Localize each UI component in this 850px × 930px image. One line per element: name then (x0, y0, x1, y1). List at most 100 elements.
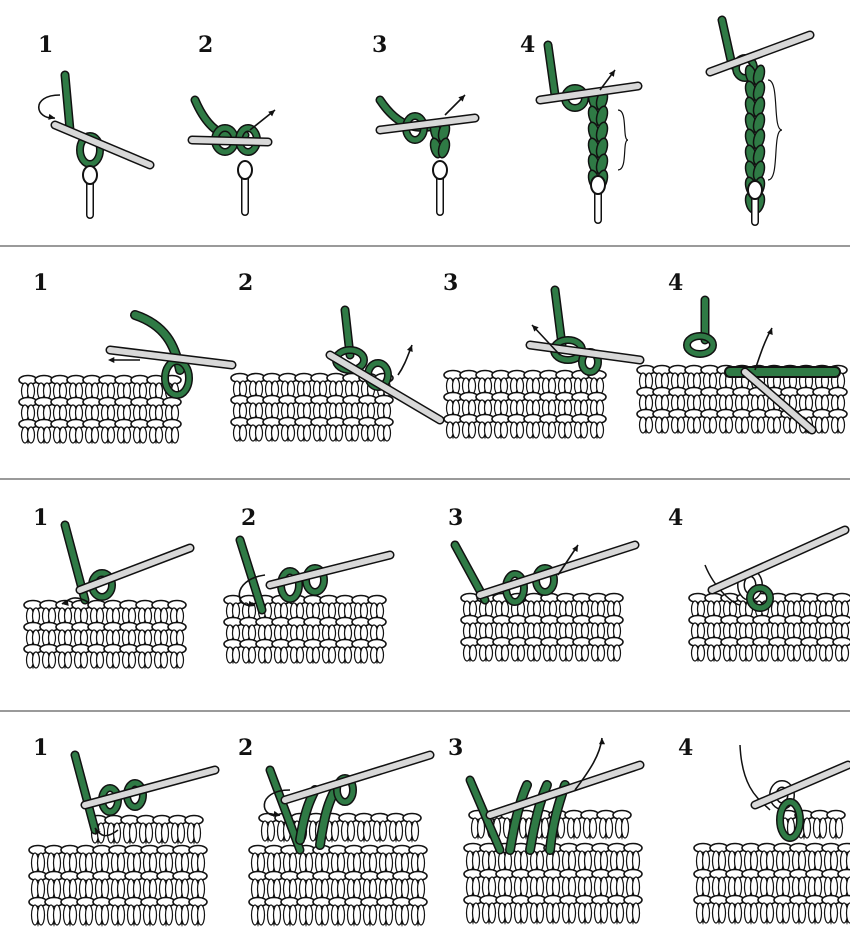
fabric-stitch-leg (132, 878, 142, 900)
fabric-stitch-leg (631, 876, 641, 898)
fabric-stitch-leg (595, 377, 605, 395)
fabric-stitch-leg (256, 878, 266, 900)
fabric-stitch-top (367, 638, 387, 650)
fabric-stitch-leg (797, 902, 807, 924)
fabric-stitch-leg (567, 876, 577, 898)
fabric-stitch-leg (79, 651, 89, 669)
fabric-stitch-leg (563, 399, 573, 417)
fabric-stitch-leg (808, 622, 818, 640)
arrow-head-icon (532, 325, 539, 332)
fabric-stitch-leg (765, 902, 775, 924)
fabric-stitch-leg (286, 380, 296, 398)
fabric-stitch-top (367, 616, 387, 628)
fabric-stitch-leg (42, 404, 52, 422)
fabric-stitch-leg (808, 644, 818, 662)
fabric-stitch-leg (596, 622, 606, 640)
fabric-stitch-leg (384, 904, 394, 926)
fabric-stitch-leg (90, 382, 100, 400)
fabric-stitch-leg (740, 416, 750, 434)
fabric-stitch-leg (676, 394, 686, 412)
fabric-stitch-leg (567, 902, 577, 924)
fabric-stitch-top (604, 614, 624, 626)
row-divider (0, 710, 850, 712)
fabric-stitch-top (832, 614, 850, 626)
fabric-stitch-leg (804, 394, 814, 412)
fabric-stitch-leg (336, 852, 346, 874)
fabric-stitch-top (167, 643, 187, 655)
fabric-stitch-leg (238, 424, 248, 442)
fabric-stitch-leg (824, 600, 834, 618)
fabric-stitch-leg (644, 372, 654, 390)
fabric-stitch-leg (580, 622, 590, 640)
crochet-hook (709, 527, 848, 593)
fabric-stitch-top (408, 844, 428, 856)
fabric-stitch-leg (499, 377, 509, 395)
row-divider (0, 245, 850, 247)
fabric-stitch-leg (708, 372, 718, 390)
fabric-stitch-leg (247, 646, 257, 664)
fabric-stitch-leg (286, 424, 296, 442)
fabric-stitch-top (832, 592, 850, 604)
fabric-stitch-leg (467, 377, 477, 395)
direction-arrow (754, 327, 773, 371)
fabric-stitch-leg (352, 904, 362, 926)
arrow-head-icon (766, 328, 773, 335)
fabric-stitch-top (623, 842, 643, 854)
fabric-stitch-leg (749, 902, 759, 924)
step-label: 3 (372, 32, 388, 58)
fabric-stitch-leg (551, 850, 561, 872)
yarn-strand (237, 537, 265, 613)
fabric-stitch-leg (836, 416, 846, 434)
fabric-stitch-leg (483, 377, 493, 395)
fabric-stitch-leg (615, 876, 625, 898)
fabric-stitch-leg (744, 622, 754, 640)
fabric-stitch-leg (717, 902, 727, 924)
arrow-head-icon (572, 545, 578, 552)
fabric-stitch-leg (551, 876, 561, 898)
fabric-stitch-leg (519, 850, 529, 872)
crochet-hook (77, 545, 193, 593)
fabric-stitch-leg (829, 876, 839, 898)
fabric-stitch-leg (451, 399, 461, 417)
fabric-stitch-leg (254, 424, 264, 442)
crochet-hook (707, 32, 813, 75)
fabric-stitch-leg (547, 421, 557, 439)
bracket (617, 109, 629, 171)
fabric-stitch-leg (532, 600, 542, 618)
fabric-stitch-leg (588, 817, 598, 839)
fabric-stitch-leg (519, 902, 529, 924)
fabric-stitch-top (188, 844, 208, 856)
fabric-stitch-leg (160, 822, 170, 844)
fabric-stitch-leg (813, 902, 823, 924)
fabric-stitch-leg (500, 622, 510, 640)
fabric-stitch-leg (548, 600, 558, 618)
fabric-stitch-top (167, 621, 187, 633)
fabric-stitch-leg (728, 644, 738, 662)
fabric-stitch-leg (471, 902, 481, 924)
crochet-hook (537, 83, 641, 103)
arrow-head-icon (608, 70, 615, 77)
fabric-stitch-leg (416, 852, 426, 874)
fabric-stitch-leg (68, 878, 78, 900)
fabric-stitch-leg (175, 629, 185, 647)
fabric-stitch-leg (170, 426, 180, 444)
fabric-stitch-leg (400, 904, 410, 926)
fabric-stitch-top (188, 870, 208, 882)
fabric-stitch-leg (604, 817, 614, 839)
fabric-stitch-leg (352, 852, 362, 874)
fabric-stitch-leg (535, 850, 545, 872)
crochet-hook (282, 752, 433, 803)
fabric-stitch-leg (531, 377, 541, 395)
fabric-stitch-leg (63, 651, 73, 669)
fabric-stitch-top (604, 636, 624, 648)
fabric-stitch-top (837, 868, 850, 880)
fabric-stitch-leg (532, 644, 542, 662)
fabric-stitch-leg (143, 607, 153, 625)
fabric-stitch-leg (192, 822, 202, 844)
fabric-stitch-leg (311, 602, 321, 620)
fabric-stitch-leg (106, 426, 116, 444)
direction-arrow (61, 597, 89, 605)
fabric-stitch-leg (127, 607, 137, 625)
fabric-stitch-top (408, 896, 428, 908)
crochet-hook (477, 542, 638, 598)
